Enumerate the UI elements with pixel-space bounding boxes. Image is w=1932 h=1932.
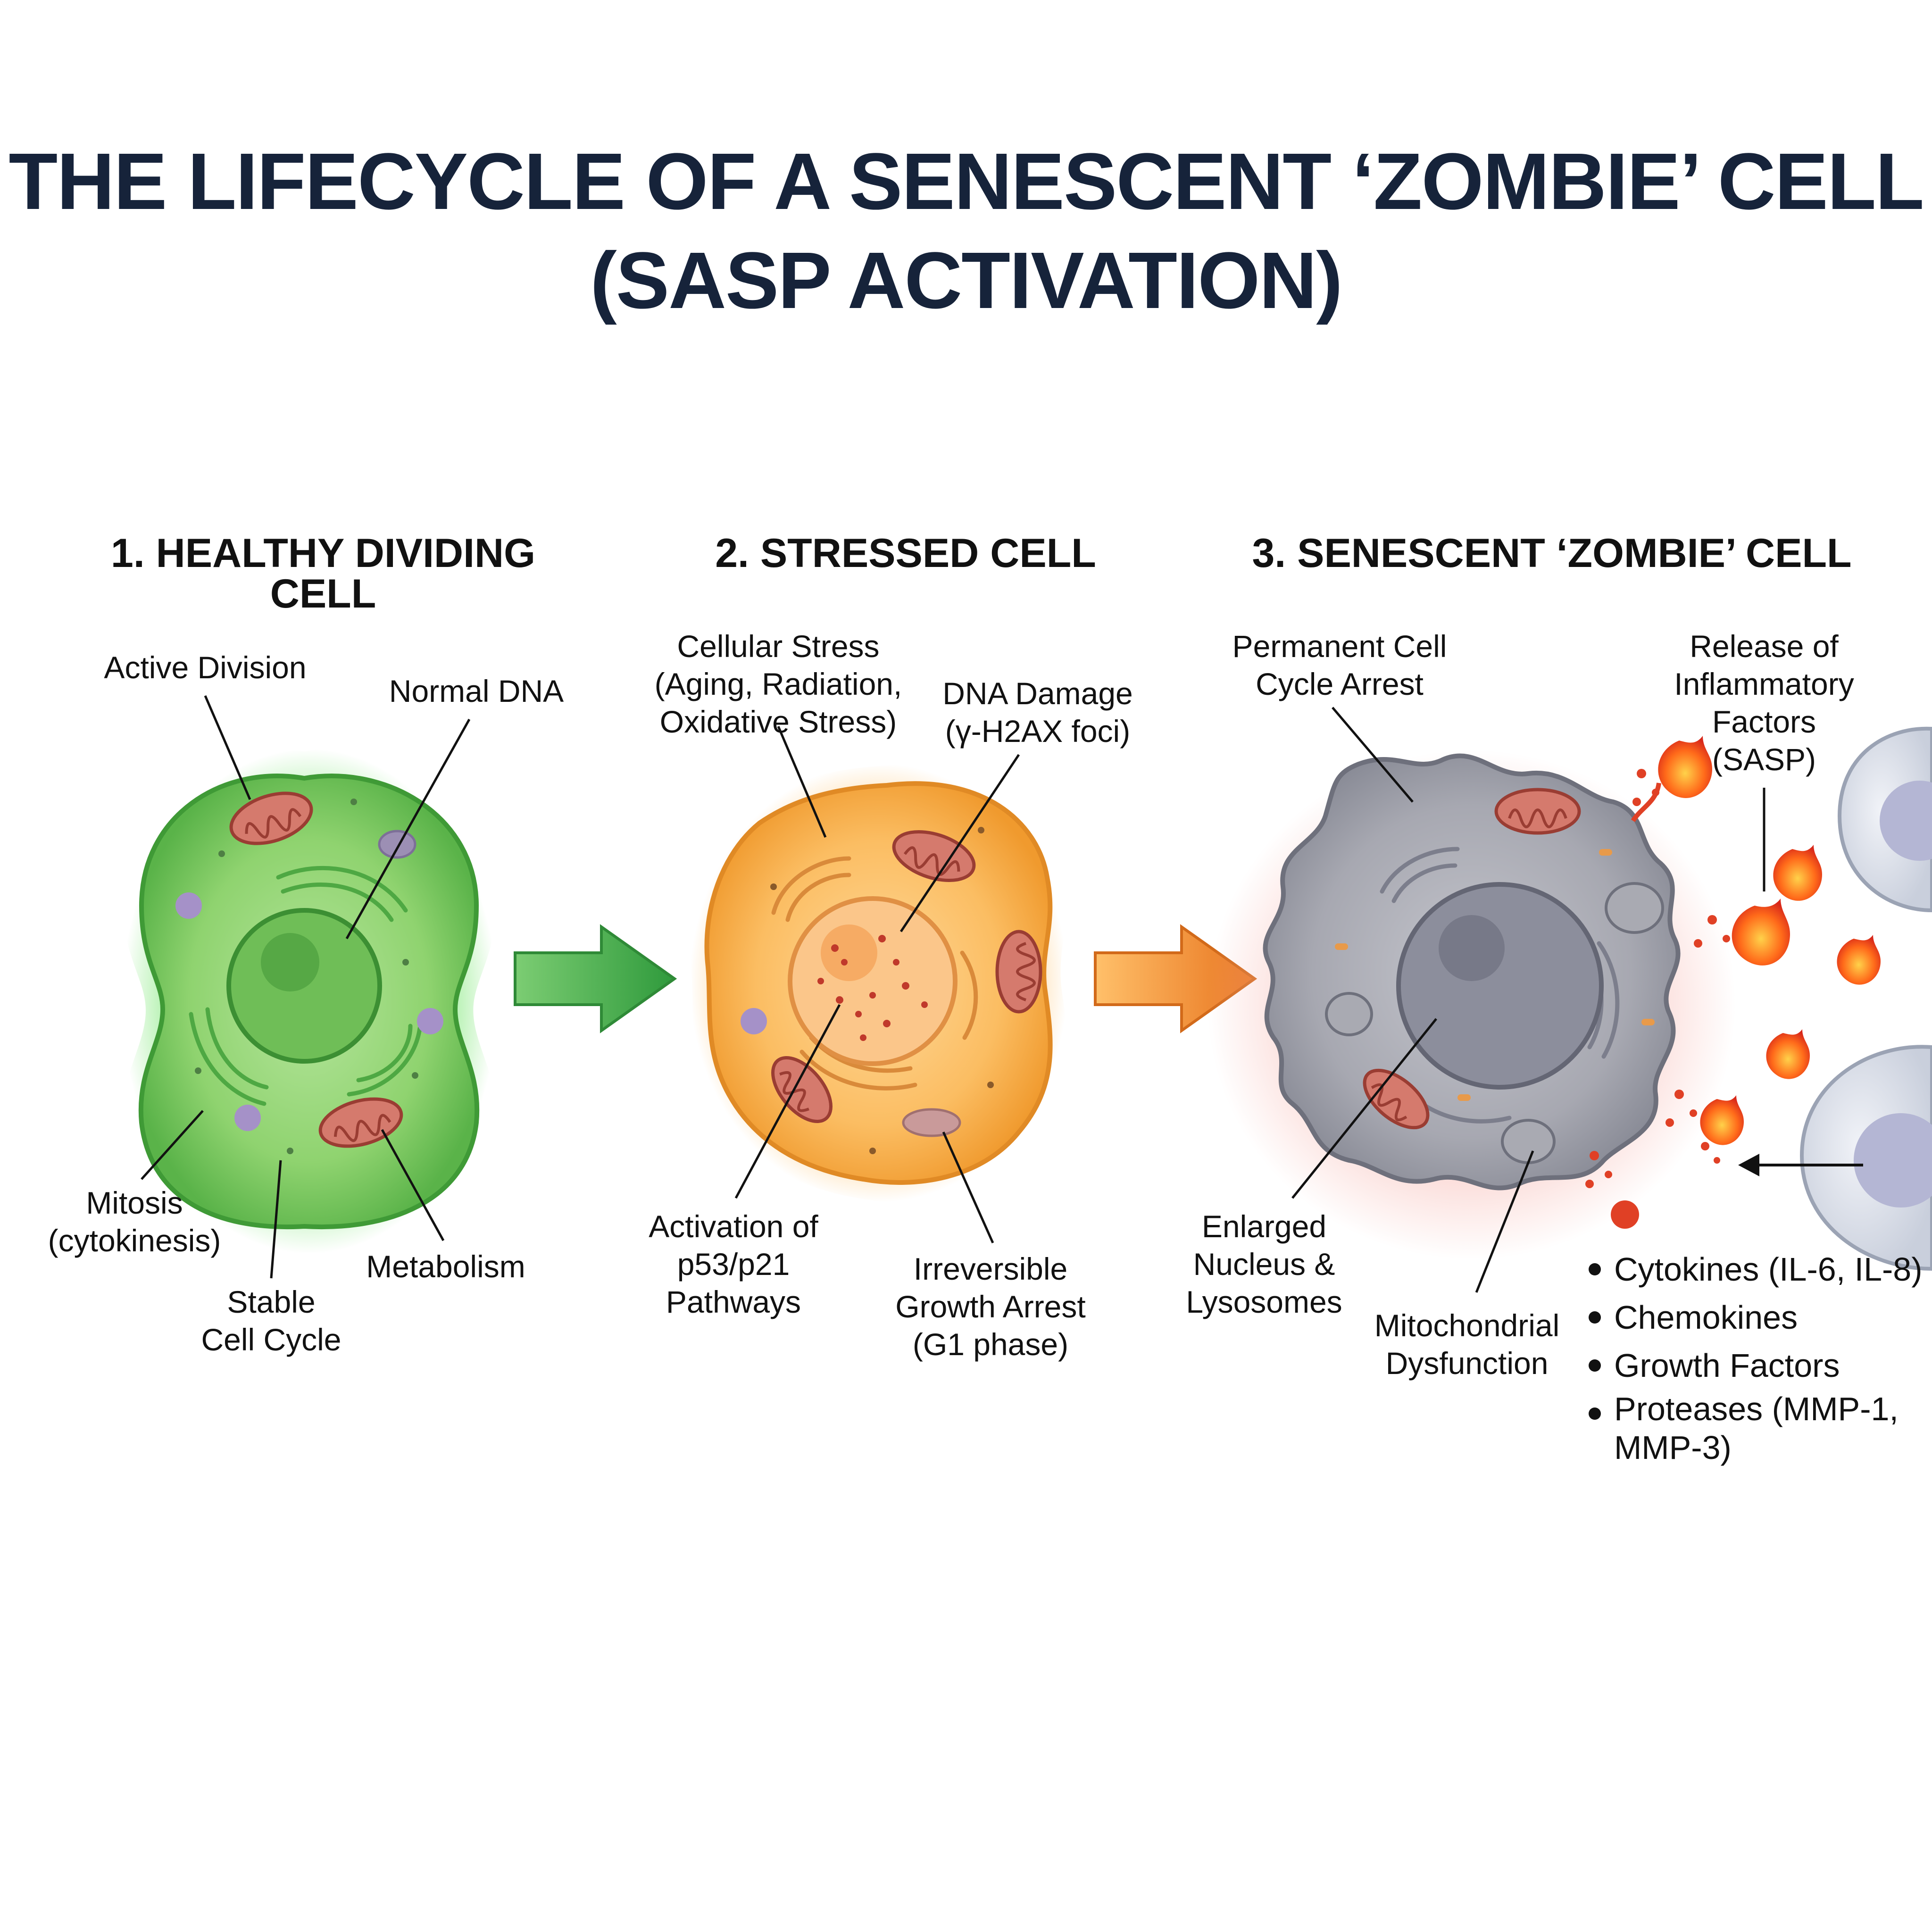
sasp-factor-list: Cytokines (IL-6, IL-8) Chemokines Growth… <box>1585 1245 1923 1467</box>
label-active-division: Active Division <box>104 650 307 685</box>
mitochondrion-icon <box>229 791 313 845</box>
stage-1-heading: 1. HEALTHY DIVIDING CELL <box>111 531 535 616</box>
label-mitosis: Mitosis(cytokinesis) <box>48 1185 221 1258</box>
mitochondrion-icon <box>1494 788 1581 835</box>
stressed-cell <box>690 763 1068 1203</box>
arrow-right-icon <box>514 924 677 1033</box>
list-item: Chemokines <box>1585 1293 1923 1341</box>
leader-lines <box>141 695 1765 1293</box>
mitochondrion-icon <box>995 930 1042 1014</box>
label-metabolism: Metabolism <box>366 1249 525 1284</box>
mitochondrion-icon <box>318 1097 403 1148</box>
arrow-left-icon <box>1738 1154 1863 1176</box>
label-cellular-stress: Cellular Stress(Aging, Radiation,Oxidati… <box>654 629 902 739</box>
diagram-title-line2: (SASP ACTIVATION) <box>590 236 1343 325</box>
label-dna-damage: DNA Damage(γ-H2AX foci) <box>942 676 1133 749</box>
label-normal-dna: Normal DNA <box>389 674 564 708</box>
mitochondrion-icon <box>892 830 976 883</box>
sasp-release <box>1585 736 1881 1229</box>
stage-3-heading: 3. SENESCENT ‘ZOMBIE’ CELL <box>1252 531 1852 576</box>
list-item: Growth Factors <box>1585 1341 1923 1390</box>
immune-cells <box>1799 726 1932 1271</box>
healthy-cell <box>121 749 498 1254</box>
list-item: Proteases (MMP-1, MMP-3) <box>1585 1390 1923 1467</box>
senescent-cell <box>1208 750 1736 1259</box>
list-item: Cytokines (IL-6, IL-8) <box>1585 1245 1923 1293</box>
stage-2-heading: 2. STRESSED CELL <box>715 531 1096 576</box>
diagram-title-line1: THE LIFECYCLE OF A SENESCENT ‘ZOMBIE’ CE… <box>8 137 1924 226</box>
